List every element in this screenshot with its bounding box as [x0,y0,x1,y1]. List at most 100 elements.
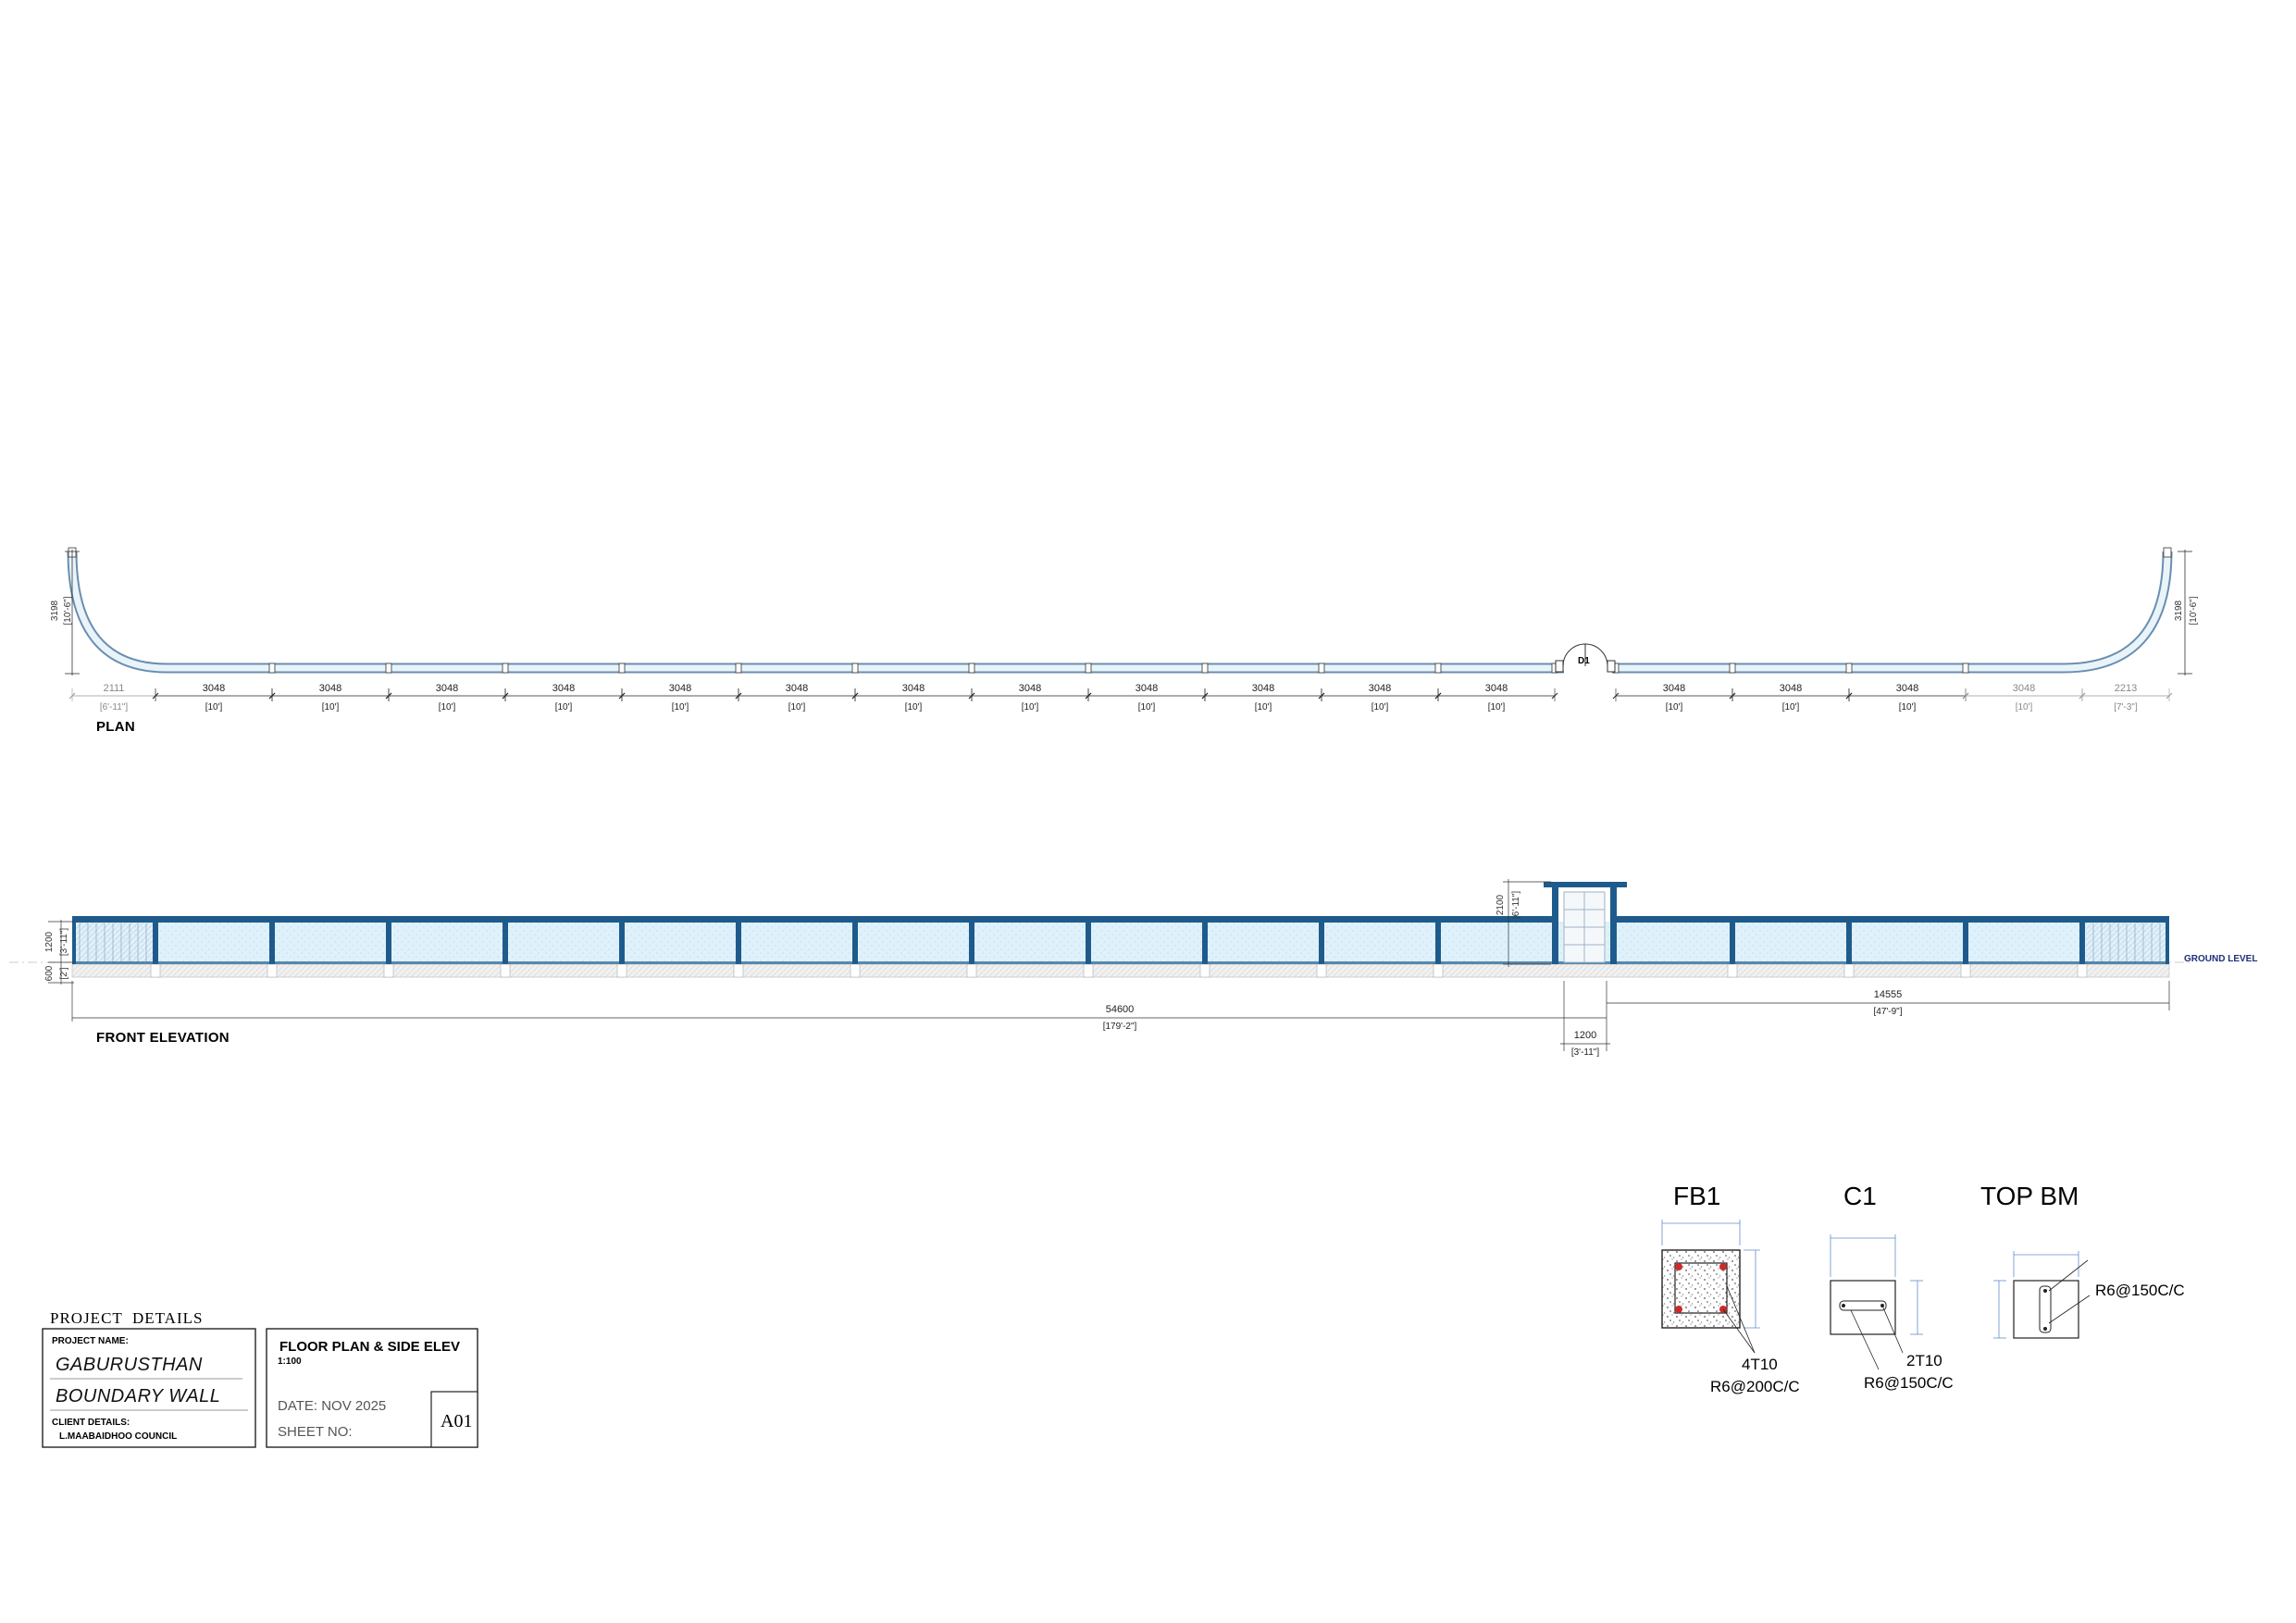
gate-height-imp: [6'-11"] [1511,891,1521,920]
sheet-number-box [430,1391,478,1448]
gate-width-imp: [3'-11"] [1571,1047,1600,1058]
plan-dim-imperial: [10'] [1899,702,1917,712]
elevation-column [1202,922,1208,964]
project-name-label: PROJECT NAME: [52,1336,129,1346]
section-fb1-note-links: R6@200C/C [1710,1378,1800,1395]
plan-height-right: 3198 [2174,600,2184,621]
column-footing [1843,963,1855,978]
elevation-column [1963,922,1968,964]
ground-beam [72,961,2169,964]
plan-dim-imperial: [10'] [905,702,923,712]
drawing-date: DATE: NOV 2025 [278,1398,386,1414]
drawing-scale: 1:100 [278,1357,302,1367]
column-footing [1083,963,1094,978]
column-footing [1727,963,1738,978]
right-run-length: 14555 [1874,989,1903,1000]
plan-height-dim-left: 3198 [10'-6"] [50,550,80,675]
plan-column [1729,663,1736,674]
front-elevation-label: FRONT ELEVATION [96,1030,230,1046]
title-block: PROJECT DETAILS PROJECT NAME: GABURUSTHA… [42,1309,478,1448]
gate-width: 1200 [1574,1030,1596,1041]
plan-dim-imperial: [10'] [1488,702,1506,712]
plan-height-right-imp: [10'-6"] [2189,596,2199,625]
elevation-column [153,922,158,964]
plan-height-dim-right: 3198 [10'-6"] [2174,550,2199,675]
drawing-title: FLOOR PLAN & SIDE ELEV [279,1339,460,1355]
plan-dim-mm: 3048 [1369,683,1391,694]
footing-height-imp: [2'] [59,967,69,979]
plan-dim-imperial: [10'] [322,702,340,712]
elevation-column [1319,922,1324,964]
plan-dim-imperial: [10'] [555,702,573,712]
rebar-dot [1719,1263,1727,1270]
plan-dim-mm: 3048 [1663,683,1685,694]
plan-column [268,663,276,674]
overall-length-imp: [179'-2"] [1103,1022,1137,1032]
client-name: L.MAABAIDHOO COUNCIL [59,1431,177,1442]
plan-dim-mm: 3048 [1136,683,1158,694]
elevation-column [1435,922,1441,964]
section-c1-title: C1 [1843,1182,1877,1210]
plan-column [1434,663,1442,674]
plan-column [1962,663,1969,674]
plan-dim-mm: 3048 [1019,683,1041,694]
plan-column [2163,547,2172,558]
section-top-bm-title: TOP BM [1980,1182,2079,1210]
wall-height-dims: 1200 [3'-11"] 600 [2'] [44,920,74,985]
plan-column [1201,663,1209,674]
column-footing [383,963,394,978]
section-c1-note-links: R6@150C/C [1864,1374,1954,1392]
plan-dim-imperial: [10'] [1666,702,1683,712]
elevation-column [736,922,741,964]
plan-dim-imperial: [10'] [672,702,689,712]
plan-column [968,663,975,674]
plan-dim-imperial: [10'] [1022,702,1039,712]
plan-dim-mm: 3048 [436,683,458,694]
elevation-overall-dims: 14555 [47'-9"] 54600 [179'-2"] 1200 [3'-… [71,981,2170,1058]
plan-dim-mm: 2111 [104,683,125,694]
plan-dim-imperial: [10'] [1782,702,1800,712]
plan-dim-imperial: [10'] [2016,702,2033,712]
sheet-number: A01 [441,1411,472,1431]
section-top-bm: TOP BM R6@150C/C [1980,1182,2185,1339]
plan-column [1085,663,1092,674]
project-details-heading: PROJECT DETAILS [50,1309,203,1327]
section-c1-note-main: 2T10 [1906,1352,1942,1369]
front-elevation-view: 2100 [6'-11"] 1200 [3'-11"] 600 [2'] GRO… [9,879,2257,1058]
elevation-column [386,922,391,964]
plan-column [502,663,509,674]
column-footing [850,963,861,978]
section-details: FB1 4T10 R6@200C/C C1 [1661,1182,2185,1395]
plan-dim-imperial: [7'-3"] [2114,702,2138,712]
elevation-column [969,922,974,964]
elevation-column [269,922,275,964]
section-fb1: FB1 4T10 R6@200C/C [1661,1182,1800,1395]
overall-length: 54600 [1106,1004,1135,1015]
plan-dim-mm: 3048 [1252,683,1274,694]
plan-dim-mm: 3048 [203,683,225,694]
end-column [2166,922,2169,964]
sheet-no-label: SHEET NO: [278,1424,353,1440]
column-footing [267,963,278,978]
project-name-line1: GABURUSTHAN [56,1355,203,1375]
column-footing [966,963,977,978]
elevation-column [1846,922,1852,964]
column-footing [150,963,161,978]
client-details-label: CLIENT DETAILS: [52,1418,130,1428]
rebar-dot [1675,1306,1682,1313]
section-fb1-note-main: 4T10 [1742,1356,1778,1373]
top-beam-right [1614,916,2169,923]
plan-wall-outline [67,551,2173,674]
plan-wall-core [68,551,2171,672]
wall-height: 1200 [44,931,55,952]
elevation-gate [1544,882,1627,964]
plan-dim-mm: 3048 [786,683,808,694]
plan-dim-imperial: [10'] [205,702,223,712]
gate-height: 2100 [1496,894,1506,915]
plan-gate-tag: D1 [1578,656,1590,666]
plan-dim-imperial: [10'] [1138,702,1156,712]
top-beam-left [72,916,1557,923]
plan-column [618,663,626,674]
column-footing [500,963,511,978]
